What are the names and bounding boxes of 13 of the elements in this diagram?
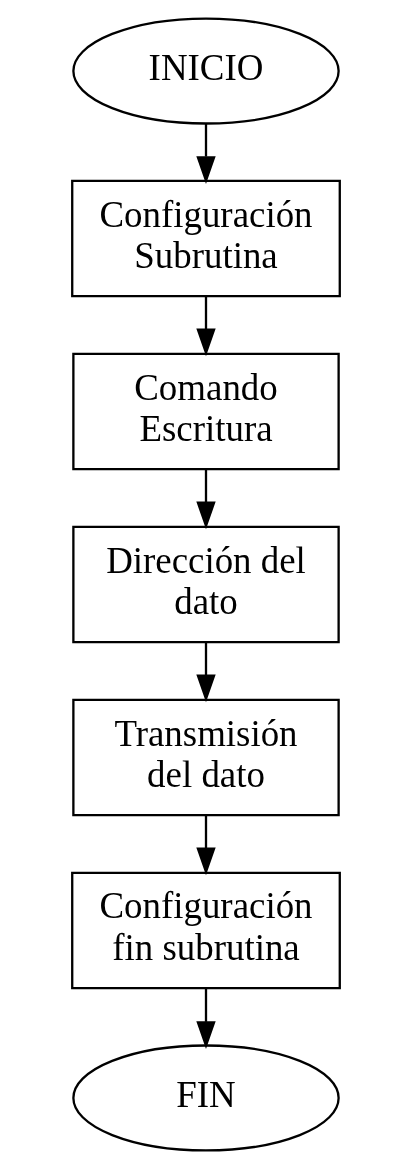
arrow [196, 296, 216, 357]
node-box: Transmisión del dato [72, 698, 340, 817]
node-ellipse: FIN [72, 1044, 340, 1152]
node-ellipse: INICIO [72, 17, 340, 125]
arrow [196, 815, 216, 876]
node-box: Configuración fin subrutina [71, 871, 341, 990]
arrow [196, 642, 216, 703]
node-box: Comando Escritura [72, 352, 340, 471]
arrow [196, 469, 216, 530]
node-box: Dirección del dato [72, 525, 340, 644]
arrow [196, 988, 216, 1049]
node-box: Configuración Subrutina [71, 179, 341, 298]
arrow [196, 124, 216, 184]
